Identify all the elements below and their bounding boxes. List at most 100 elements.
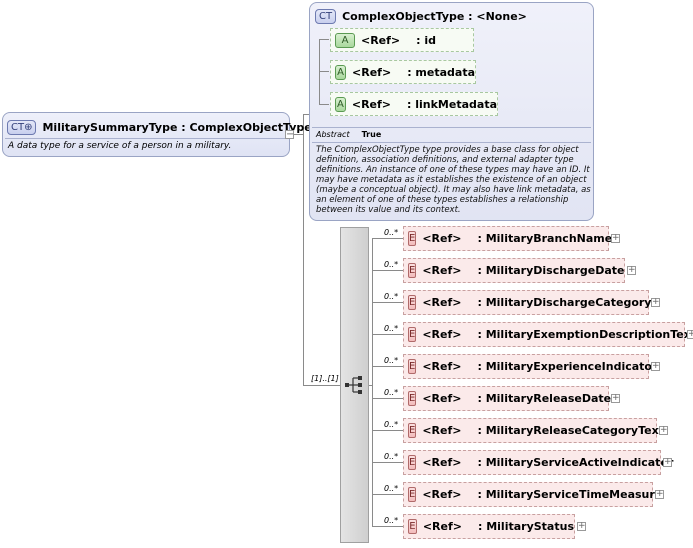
divider (312, 142, 591, 143)
expand-toggle[interactable]: + (655, 489, 664, 499)
element-box[interactable]: E<Ref>: MilitaryServiceTimeMeasure (403, 482, 662, 507)
collapse-toggle-main[interactable]: − (285, 129, 295, 140)
attribute-linkmetadata[interactable]: A <Ref> : linkMetadata (330, 92, 498, 116)
expand-toggle[interactable]: + (611, 393, 620, 403)
element-name: : MilitaryDischargeDate (477, 264, 625, 277)
expand-toggle[interactable]: + (577, 521, 586, 531)
base-type-title: ComplexObjectType : <None> (342, 9, 527, 23)
element-box[interactable]: E <Ref> : MilitaryDischargeCategory (403, 290, 652, 315)
sequence-compositor[interactable] (340, 227, 369, 543)
expand-toggle[interactable]: + (627, 265, 636, 275)
ref-label: <Ref> (422, 296, 462, 309)
element-name: : MilitaryBranchName (477, 232, 613, 245)
element-multiplicity: 0..* (384, 484, 399, 493)
element-multiplicity: 0..* (384, 516, 399, 525)
ref-label: <Ref> (422, 520, 462, 533)
element-box[interactable]: E <Ref> : MilitaryDischargeDate (403, 258, 625, 283)
expand-toggle[interactable]: + (651, 297, 660, 307)
attribute-icon: A (335, 32, 355, 48)
element-multiplicity: 0..* (384, 260, 399, 269)
ref-label: <Ref> (422, 424, 462, 437)
element-connector (372, 334, 403, 335)
attr-connector (319, 71, 329, 72)
base-complex-type[interactable]: CT ComplexObjectType : <None> A <Ref> : … (309, 2, 594, 221)
ct-icon: CT (315, 8, 337, 24)
expand-toggle[interactable]: + (659, 425, 668, 435)
ref-label: <Ref> (422, 392, 462, 405)
abstract-row: Abstract True (316, 130, 381, 139)
main-complex-type[interactable]: CT⊕ MilitarySummaryType : ComplexObjectT… (2, 112, 312, 157)
connector-main-to-tree (290, 134, 304, 135)
element-icon: E (408, 519, 417, 534)
element-name: : MilitaryServiceActiveIndicator (477, 456, 674, 469)
expand-toggle[interactable]: + (687, 330, 693, 339)
element-box[interactable]: E <Ref> : MilitaryStatus (403, 514, 575, 539)
element-icon: E (408, 327, 417, 342)
element-box[interactable]: E<Ref>: MilitaryExperienceIndicator (403, 354, 657, 379)
element-connector (372, 398, 403, 399)
element-name: : MilitaryDischargeCategory (477, 296, 652, 309)
connector-to-sequence (303, 385, 340, 386)
element-connector (372, 430, 403, 431)
ref-label: <Ref> (422, 456, 462, 469)
ref-label: <Ref> (422, 328, 462, 341)
attribute-metadata[interactable]: A <Ref> : metadata (330, 60, 476, 84)
element-multiplicity: 0..* (384, 292, 399, 301)
element-connector (372, 366, 403, 367)
connector-seq-trunk (372, 238, 373, 526)
divider (312, 127, 591, 128)
attribute-icon: A (335, 64, 347, 80)
element-box[interactable]: E <Ref> : MilitaryReleaseDate (403, 386, 612, 411)
expand-toggle[interactable]: + (663, 457, 672, 467)
connector-to-base (303, 114, 310, 115)
connector-seq-out (369, 385, 373, 386)
sequence-icon (345, 376, 362, 394)
element-multiplicity: 0..* (384, 324, 399, 333)
ref-label: <Ref> (422, 360, 462, 373)
element-connector (372, 270, 403, 271)
attribute-name: : linkMetadata (407, 97, 497, 111)
attr-connector (319, 104, 329, 105)
element-connector (372, 494, 403, 495)
attribute-id[interactable]: A <Ref> : id (330, 28, 474, 52)
ref-label: <Ref> (422, 264, 462, 277)
element-box[interactable]: E <Ref> : MilitaryExemptionDescriptionText (403, 322, 693, 347)
element-name: : MilitaryExperienceIndicator (477, 360, 658, 373)
element-icon: E (408, 455, 417, 470)
element-icon: E (408, 263, 417, 278)
element-icon: E (408, 423, 417, 438)
element-multiplicity: 0..* (384, 356, 399, 365)
attribute-name: : id (416, 33, 437, 47)
attribute-name: : metadata (407, 65, 475, 79)
base-type-documentation: The ComplexObjectType type provides a ba… (316, 145, 591, 215)
element-box[interactable]: E <Ref> : MilitaryServiceActiveIndicator (403, 450, 673, 475)
element-icon: E (408, 391, 417, 406)
sequence-multiplicity: [1]..[1] (311, 374, 339, 383)
ref-label: <Ref> (361, 33, 401, 47)
abstract-value: True (361, 130, 382, 139)
connector-trunk (303, 114, 304, 386)
expand-toggle[interactable]: + (651, 361, 660, 371)
abstract-label: Abstract (316, 130, 350, 139)
element-name: : MilitaryStatus (477, 520, 574, 533)
ref-label: <Ref> (422, 232, 462, 245)
element-name: : MilitaryReleaseCategoryText (477, 424, 664, 437)
divider (5, 138, 287, 139)
element-name: : MilitaryExemptionDescriptionText (477, 328, 693, 341)
main-type-header: CT⊕ MilitarySummaryType : ComplexObjectT… (7, 117, 312, 137)
element-box[interactable]: E<Ref>: MilitaryBranchName (403, 226, 613, 251)
element-name: : MilitaryReleaseDate (477, 392, 612, 405)
element-multiplicity: 0..* (384, 388, 399, 397)
attr-connector (319, 39, 320, 105)
base-type-header: CT ComplexObjectType : <None> (315, 7, 527, 25)
element-connector (372, 462, 403, 463)
attribute-icon: A (335, 96, 346, 112)
element-name: : MilitaryServiceTimeMeasure (477, 488, 663, 501)
element-multiplicity: 0..* (384, 420, 399, 429)
element-box[interactable]: E <Ref> : MilitaryReleaseCategoryText (403, 418, 664, 443)
ref-label: <Ref> (422, 488, 462, 501)
element-connector (372, 526, 403, 527)
element-connector (372, 302, 403, 303)
expand-toggle[interactable]: + (611, 233, 620, 243)
element-icon: E (408, 295, 417, 310)
